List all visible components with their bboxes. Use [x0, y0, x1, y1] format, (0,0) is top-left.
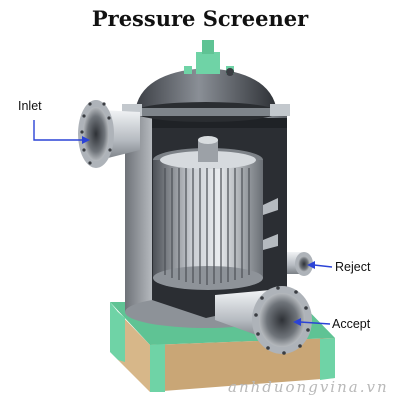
watermark: anhduongvina.vn	[228, 378, 389, 396]
reject-arrow	[307, 261, 333, 269]
accept-label: Accept	[332, 317, 371, 331]
top-valve	[184, 40, 234, 76]
vessel-lid	[122, 68, 290, 122]
screen-basket	[153, 136, 278, 290]
inlet-arrow	[33, 120, 90, 144]
accept-arrow	[293, 318, 331, 326]
reject-pipe	[287, 252, 313, 276]
inlet-label: Inlet	[18, 99, 42, 113]
reject-label: Reject	[335, 260, 371, 274]
accept-pipe	[215, 286, 312, 355]
inlet-pipe	[78, 100, 140, 168]
diagram-title: Pressure Screener	[91, 6, 309, 31]
